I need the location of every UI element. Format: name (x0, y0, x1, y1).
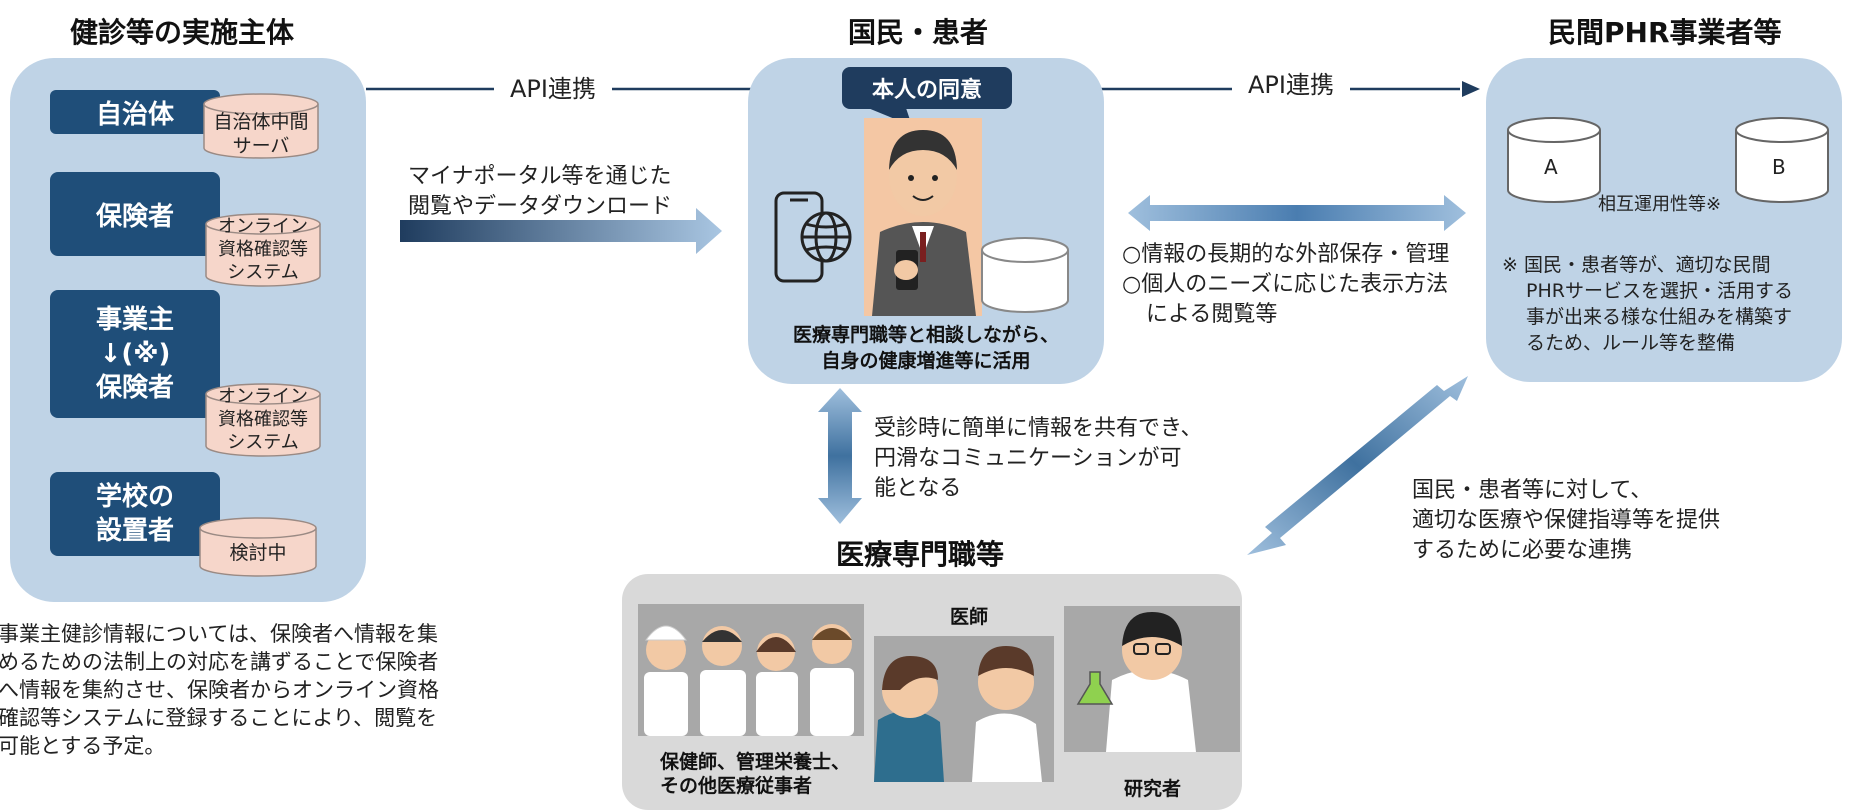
server-label: オンライン 資格確認等 システム (218, 216, 308, 283)
title-left: 健診等の実施主体 (70, 16, 295, 49)
server-cylinder-4 (199, 517, 317, 577)
left-footnote: 事業主健診情報については、保険者へ情報を集 めるための法制上の対応を講ずることで… (0, 622, 439, 758)
center-caption: 医療専門職等と相談しながら、 自身の健康増進等に活用 (792, 324, 1059, 372)
server-label: オンライン 資格確認等 システム (218, 386, 308, 453)
medical-staff-illustration (638, 604, 864, 736)
database-a-label: A (1544, 155, 1558, 179)
entity-label-line: 事業主 (95, 305, 174, 335)
phone-globe-icon (774, 191, 852, 283)
title-bottom: 医療専門職等 (836, 538, 1005, 571)
entity-label-line: 設置者 (95, 516, 174, 546)
cooperation-text: 国民・患者等に対して、 適切な医療や保健指導等を提供 するために必要な連携 (1412, 478, 1721, 563)
portal-label: マイナポータル等を通じた 閲覧やデータダウンロード (408, 164, 673, 219)
server-cylinder-2 (205, 213, 321, 287)
staff-caption: 保健師、管理栄養士、 その他医療従事者 (660, 751, 851, 797)
external-double-arrow (1128, 195, 1466, 231)
entity-school: 学校の 設置者 (50, 472, 220, 556)
title-right: 民間PHR事業者等 (1548, 16, 1782, 49)
entity-insurer: 保険者 (50, 172, 220, 256)
server-cylinder-1 (203, 93, 319, 159)
entity-label: 自治体 (95, 99, 174, 130)
patient-person-icon (864, 118, 982, 316)
doctor-consultation-illustration (874, 636, 1054, 782)
database-cylinder-icon (981, 237, 1069, 313)
server-label: 自治体中間 サーバ (213, 111, 309, 157)
doctor-caption: 医師 (950, 606, 989, 628)
consult-double-arrow (818, 388, 862, 524)
entity-municipality: 自治体 (50, 90, 220, 134)
consent-badge: 本人の同意 (842, 67, 1012, 109)
database-b-icon (1735, 117, 1829, 203)
server-label: 検討中 (229, 542, 287, 564)
researcher-illustration (1064, 606, 1240, 752)
entity-label: 保険者 (95, 201, 174, 232)
researcher-caption: 研究者 (1124, 778, 1182, 800)
server-cylinder-3 (205, 383, 321, 457)
database-a-icon (1507, 117, 1601, 203)
cooperation-double-arrow (1247, 376, 1468, 555)
entity-label-line: 保険者 (95, 373, 174, 403)
entity-employer: 事業主 ↓(※) 保険者 (50, 290, 220, 418)
interop-label: 相互運用性等※ (1598, 194, 1722, 215)
entity-label-line: 学校の (95, 482, 174, 512)
right-note: ※ 国民・患者等が、適切な民間 PHRサービスを選択・活用する 事が出来る様な仕… (1502, 254, 1793, 354)
api-label-right: API連携 (1232, 70, 1350, 100)
right-panel (1486, 58, 1842, 382)
api-label-left: API連携 (494, 74, 612, 104)
api-arrowhead (1462, 81, 1480, 97)
external-storage-text: ○情報の長期的な外部保存・管理 ○個人のニーズに応じた表示方法 による閲覧等 (1122, 242, 1450, 327)
portal-arrow (400, 208, 722, 254)
entity-label-line: ↓(※) (99, 339, 171, 369)
title-center: 国民・患者 (848, 16, 989, 49)
database-b-label: B (1772, 155, 1786, 179)
consult-text: 受診時に簡単に情報を共有でき、 円滑なコミュニケーションが可 能となる (874, 416, 1203, 501)
